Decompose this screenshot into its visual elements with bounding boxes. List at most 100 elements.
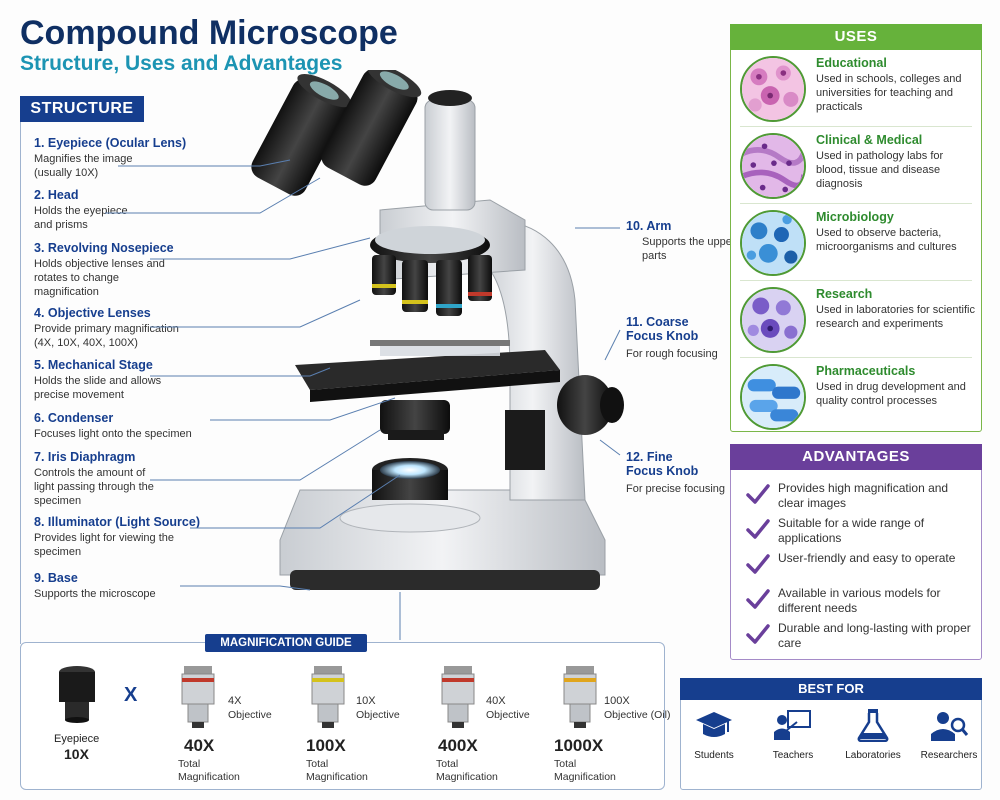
part-desc: Supports the microscope xyxy=(34,588,156,600)
uses-header: USES xyxy=(730,24,982,50)
advantages-panel xyxy=(730,444,982,660)
part-name: 11. Coarse Focus Knob xyxy=(626,315,699,343)
objective-color-band xyxy=(442,678,474,682)
structure-header: STRUCTURE xyxy=(20,96,144,122)
use-desc: Used to observe bacteria, microorganisms… xyxy=(816,227,957,253)
part-desc: Provides light for viewing the specimen xyxy=(34,532,175,558)
part-name: 3. Revolving Nosepiece xyxy=(34,241,174,255)
tissue-sample-icon xyxy=(740,133,806,199)
part-eyepiece: 1. Eyepiece (Ocular Lens) Magnifies the … xyxy=(34,136,224,180)
advantage-item: Durable and long-lasting with proper car… xyxy=(746,621,976,655)
part-illuminator: 8. Illuminator (Light Source) Provides l… xyxy=(34,515,224,559)
flask-icon xyxy=(857,709,889,742)
advantages-header: ADVANTAGES xyxy=(730,444,982,470)
use-name: Pharmaceuticals xyxy=(816,364,916,378)
part-desc: Provide primary magnification (4X, 10X, … xyxy=(34,323,179,349)
best-for-header: BEST FOR xyxy=(680,678,982,700)
part-desc: Holds objective lenses and rotates to ch… xyxy=(34,258,165,298)
total-magnification-value: 1000X xyxy=(554,736,604,755)
part-mechanical-stage: 5. Mechanical Stage Holds the slide and … xyxy=(34,358,224,402)
microscope-illustration xyxy=(251,70,624,590)
capsules-icon xyxy=(740,364,806,430)
researcher-icon xyxy=(931,712,969,741)
use-item-pharmaceuticals: Pharmaceuticals Used in drug development… xyxy=(740,364,976,438)
advantage-text: Available in various models for differen… xyxy=(778,586,941,615)
advantage-item: Available in various models for differen… xyxy=(746,586,976,620)
research-cells-icon xyxy=(740,287,806,353)
best-for-students: Students xyxy=(679,708,749,761)
part-condenser: 6. Condenser Focuses light onto the spec… xyxy=(34,411,224,441)
use-name: Clinical & Medical xyxy=(816,133,923,147)
advantage-item: User-friendly and easy to operate xyxy=(746,551,976,585)
advantage-text: Provides high magnification and clear im… xyxy=(778,481,949,510)
checkmark-icon xyxy=(746,624,770,644)
part-objective-lenses: 4. Objective Lenses Provide primary magn… xyxy=(34,306,224,350)
part-desc: Holds the slide and allows precise movem… xyxy=(34,375,162,401)
objective-label: Objective (Oil) xyxy=(604,709,671,721)
objective-color-band xyxy=(564,678,596,682)
total-magnification-value: 100X xyxy=(306,736,346,755)
best-for-laboratories: Laboratories xyxy=(838,708,908,761)
eyepiece-label: Eyepiece xyxy=(54,733,100,745)
use-desc: Used in laboratories for scientific rese… xyxy=(816,304,975,330)
part-desc: Focuses light onto the specimen xyxy=(34,428,192,440)
part-name: 4. Objective Lenses xyxy=(34,306,151,320)
part-desc: Supports the upper parts xyxy=(642,236,736,262)
use-item-educational: Educational Used in schools, colleges an… xyxy=(740,56,976,130)
objective-lens-icon xyxy=(563,666,597,728)
total-magnification-label: Total Magnification xyxy=(306,758,368,783)
part-name: 12. Fine Focus Knob xyxy=(626,450,699,478)
advantage-text: User-friendly and easy to operate xyxy=(778,551,956,565)
bacteria-culture-icon xyxy=(740,210,806,276)
objective-lens-icon xyxy=(441,666,475,728)
use-item-microbiology: Microbiology Used to observe bacteria, m… xyxy=(740,210,976,284)
part-name: 8. Illuminator (Light Source) xyxy=(34,515,200,529)
eyepiece-icon xyxy=(59,666,95,723)
page-subtitle: Structure, Uses and Advantages xyxy=(20,52,343,75)
use-item-research: Research Used in laboratories for scient… xyxy=(740,287,976,361)
page-title: Compound Microscope xyxy=(20,14,398,52)
divider xyxy=(740,126,972,127)
part-nosepiece: 3. Revolving Nosepiece Holds objective l… xyxy=(34,241,224,299)
advantage-item: Suitable for a wide range of application… xyxy=(746,516,976,550)
part-arm: 10. Arm Supports the upper parts xyxy=(626,219,736,263)
part-name: 7. Iris Diaphragm xyxy=(34,450,136,464)
checkmark-icon xyxy=(746,484,770,504)
objective-label: Objective xyxy=(228,709,272,721)
best-for-label: Students xyxy=(694,750,734,761)
advantage-text: Suitable for a wide range of application… xyxy=(778,516,925,545)
magnification-guide-panel xyxy=(20,642,665,790)
part-name: 6. Condenser xyxy=(34,411,114,425)
best-for-teachers: Teachers xyxy=(758,708,828,761)
checkmark-icon xyxy=(746,554,770,574)
divider xyxy=(740,357,972,358)
part-iris-diaphragm: 7. Iris Diaphragm Controls the amount of… xyxy=(34,450,224,508)
use-desc: Used in schools, colleges and universiti… xyxy=(816,73,962,113)
divider xyxy=(740,280,972,281)
part-name: 9. Base xyxy=(34,571,78,585)
part-desc: Holds the eyepiece and prisms xyxy=(34,205,128,231)
part-name: 2. Head xyxy=(34,188,79,202)
objective-lens-icon xyxy=(311,666,345,728)
use-desc: Used in pathology labs for blood, tissue… xyxy=(816,150,944,190)
graduation-cap-icon xyxy=(696,712,732,737)
best-for-label: Laboratories xyxy=(845,750,901,761)
objective-power: 10X xyxy=(356,695,376,707)
objective-color-band xyxy=(182,678,214,682)
part-desc: For rough focusing xyxy=(626,348,718,360)
part-name: 1. Eyepiece (Ocular Lens) xyxy=(34,136,187,150)
use-desc: Used in drug development and quality con… xyxy=(816,381,966,407)
objective-color-band xyxy=(312,678,344,682)
total-magnification-label: Total Magnification xyxy=(436,758,498,783)
part-coarse-focus: 11. Coarse Focus Knob For rough focusing xyxy=(626,315,736,361)
stained-cells-pink-icon xyxy=(740,56,806,122)
total-magnification-value: 400X xyxy=(438,736,478,755)
objective-label: Objective xyxy=(356,709,400,721)
teacher-board-icon xyxy=(774,710,811,740)
part-name: 10. Arm xyxy=(626,219,672,233)
part-name: 5. Mechanical Stage xyxy=(34,358,153,372)
objective-label: Objective xyxy=(486,709,530,721)
part-head: 2. Head Holds the eyepiece and prisms xyxy=(34,188,224,232)
magnification-guide-header: MAGNIFICATION GUIDE xyxy=(205,634,367,652)
part-desc: Magnifies the image (usually 10X) xyxy=(34,153,133,179)
